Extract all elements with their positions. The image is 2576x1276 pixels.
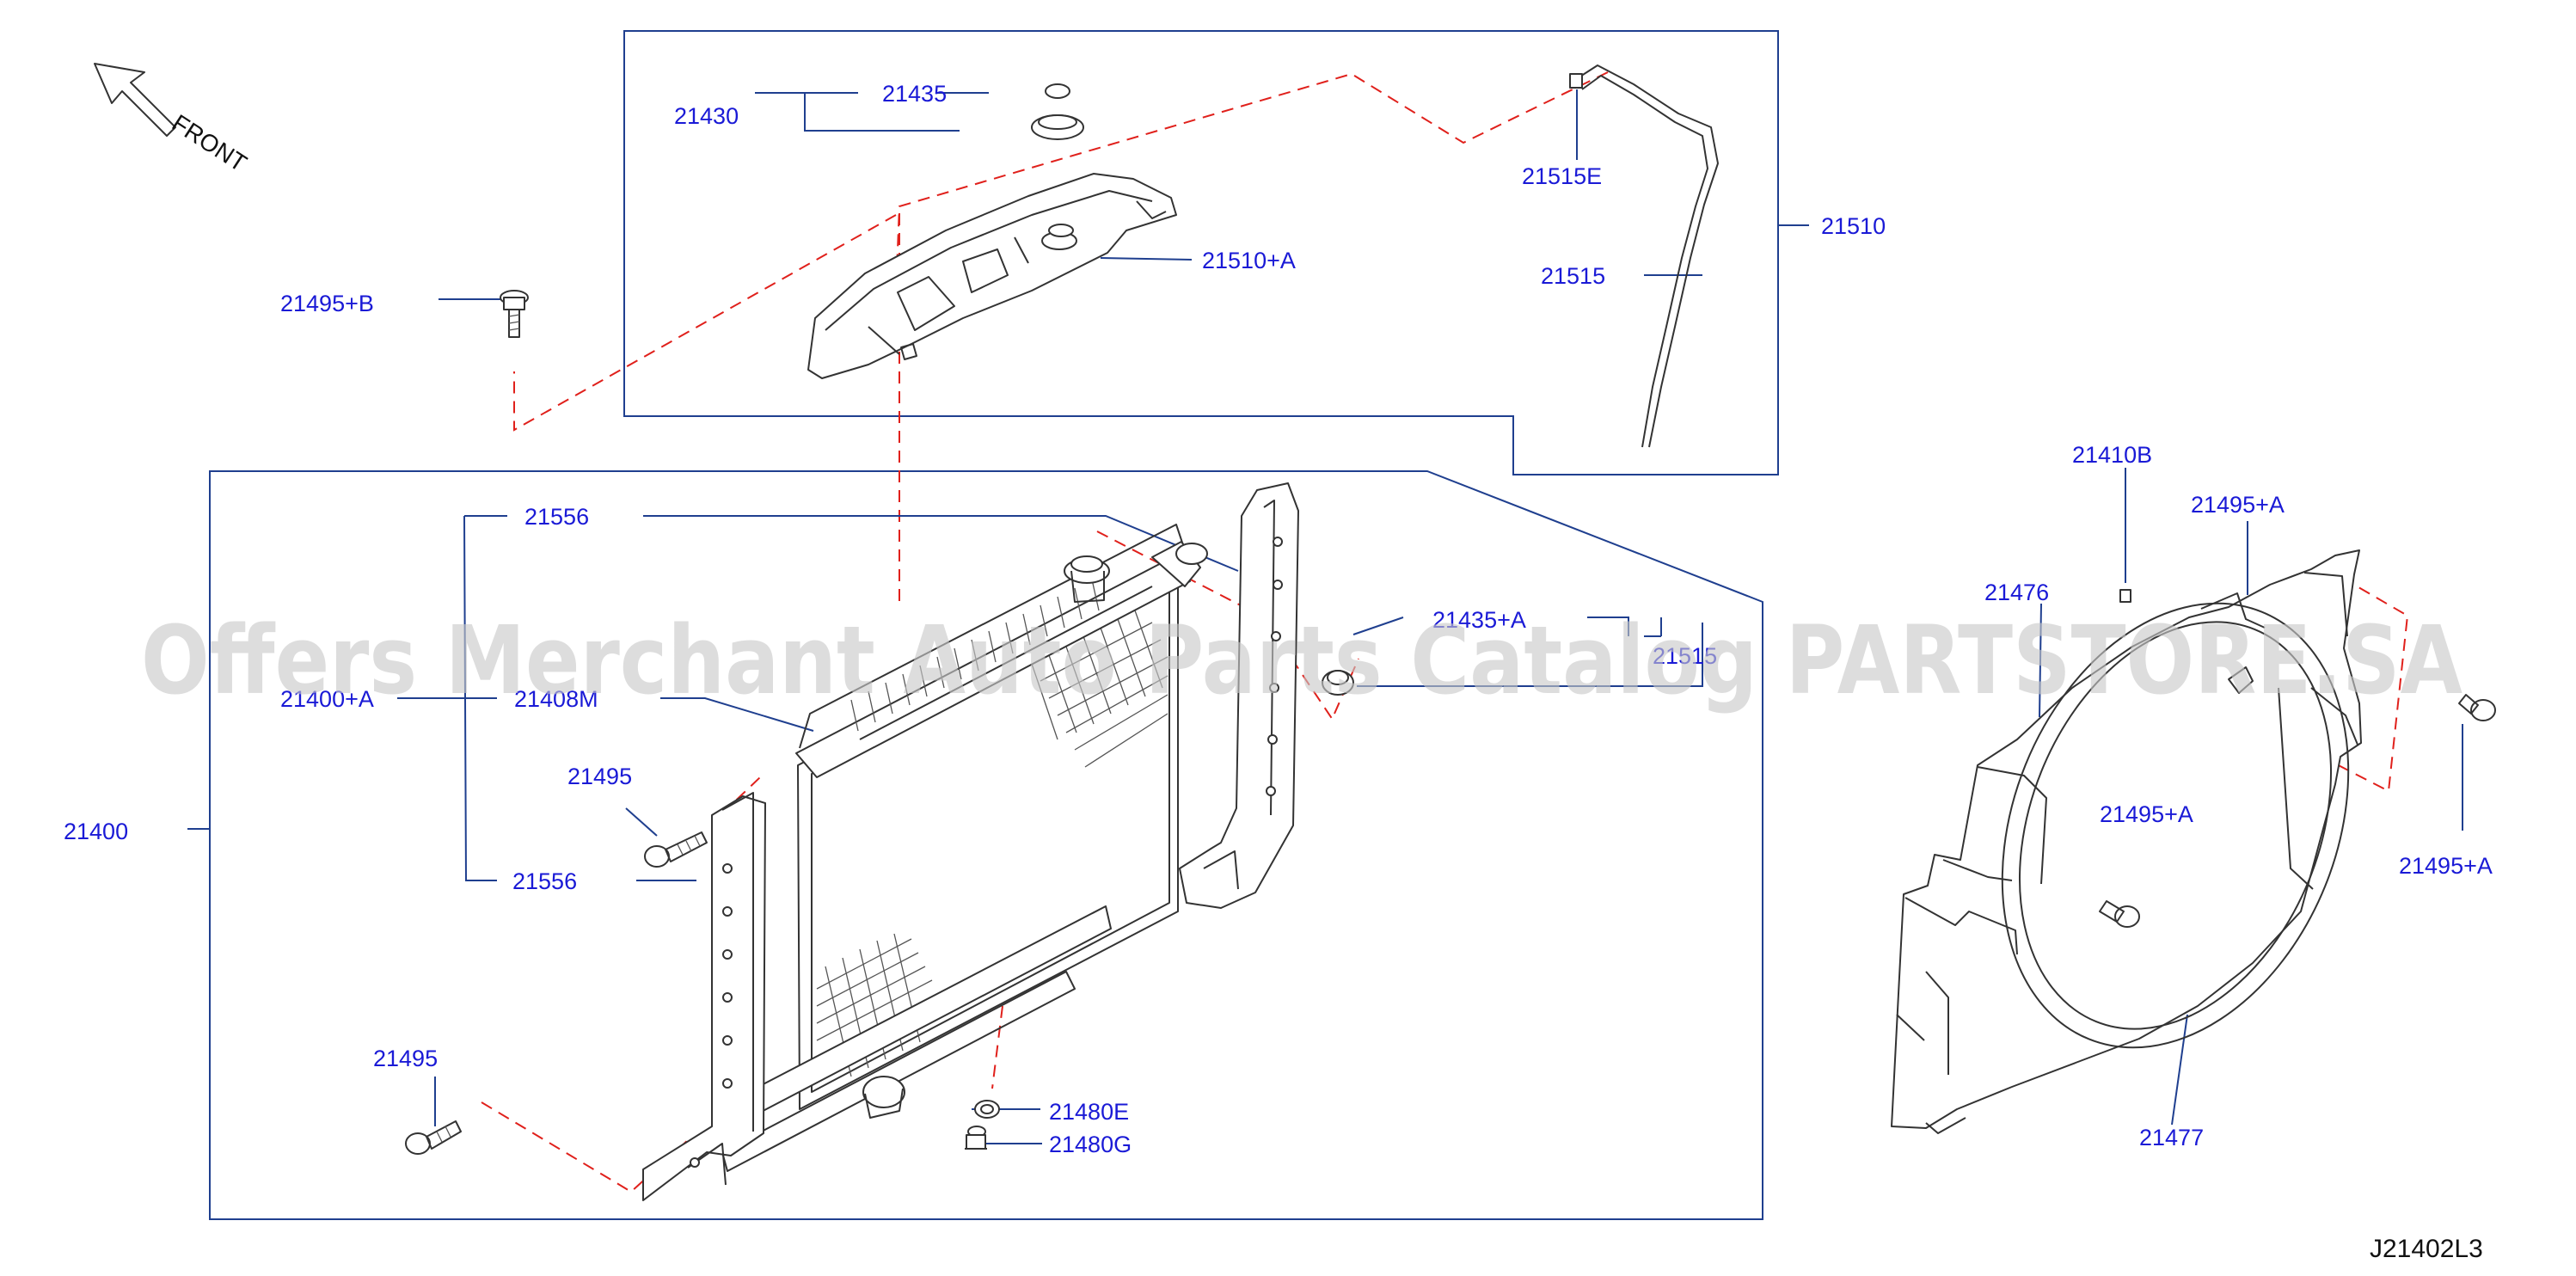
callout-21408M: 21408M	[514, 686, 598, 712]
callout-21495-lower: 21495	[373, 1046, 438, 1071]
fan-shroud	[1891, 549, 2362, 1134]
callout-21495-upper: 21495	[567, 764, 632, 789]
lower-outlet	[862, 1076, 905, 1108]
callout-21495A-top: 21495+A	[2191, 492, 2285, 518]
clip-icon	[2119, 589, 2131, 603]
overflow-hose	[1569, 64, 1719, 448]
bolt-icon	[2458, 694, 2496, 721]
callout-21435A: 21435+A	[1432, 607, 1526, 633]
callout-21495A-mid: 21495+A	[2100, 801, 2193, 827]
callout-21510A: 21510+A	[1202, 248, 1296, 273]
callout-21400A: 21400+A	[280, 686, 374, 712]
callout-21480E: 21480E	[1049, 1099, 1129, 1125]
front-label: FRONT	[168, 109, 252, 177]
reservoir-tank	[807, 173, 1177, 379]
bolt-icon	[2099, 900, 2140, 928]
sheet-code: J21402L3	[2370, 1235, 2483, 1263]
callout-21515-hidden: 21515	[1653, 643, 1717, 669]
callout-21410B: 21410B	[2072, 442, 2152, 468]
bolt-icon	[500, 290, 529, 338]
watermark: Offers Merchant Auto Parts Catalog PARTS…	[141, 605, 2463, 715]
drain-seal-icon	[974, 1100, 1000, 1119]
leader-lines	[187, 89, 2463, 1144]
callout-21515: 21515	[1541, 263, 1605, 289]
drain-plug-icon	[1322, 670, 1354, 696]
callout-21430: 21430	[674, 103, 739, 129]
bolt-icon	[644, 831, 708, 868]
hose-clamp-icon	[1569, 73, 1583, 89]
callout-21435: 21435	[882, 81, 947, 107]
left-side-bracket	[642, 792, 766, 1201]
callout-21476: 21476	[1984, 580, 2049, 605]
callout-21556-top: 21556	[524, 504, 589, 530]
callout-21510: 21510	[1821, 213, 1886, 239]
drain-cock-icon	[965, 1126, 987, 1150]
radiator-group-box	[209, 470, 1763, 1220]
callout-21477: 21477	[2139, 1125, 2204, 1150]
reservoir-cap-seal	[1031, 83, 1084, 140]
bolt-icon	[405, 1120, 462, 1155]
callout-21556-bottom: 21556	[512, 868, 577, 894]
radiator-fins	[816, 604, 1168, 1077]
front-arrow-icon	[94, 63, 176, 137]
callout-21495A-right: 21495+A	[2399, 853, 2493, 879]
callout-21480G: 21480G	[1049, 1132, 1132, 1157]
callout-21515E: 21515E	[1522, 163, 1602, 189]
callout-21400: 21400	[64, 819, 128, 844]
top-tank-ribs	[850, 579, 1100, 732]
callout-21495B: 21495+B	[280, 291, 374, 316]
radiator-core	[711, 524, 1208, 1172]
right-side-bracket	[1179, 482, 1299, 909]
reservoir-group-box	[623, 30, 1779, 475]
